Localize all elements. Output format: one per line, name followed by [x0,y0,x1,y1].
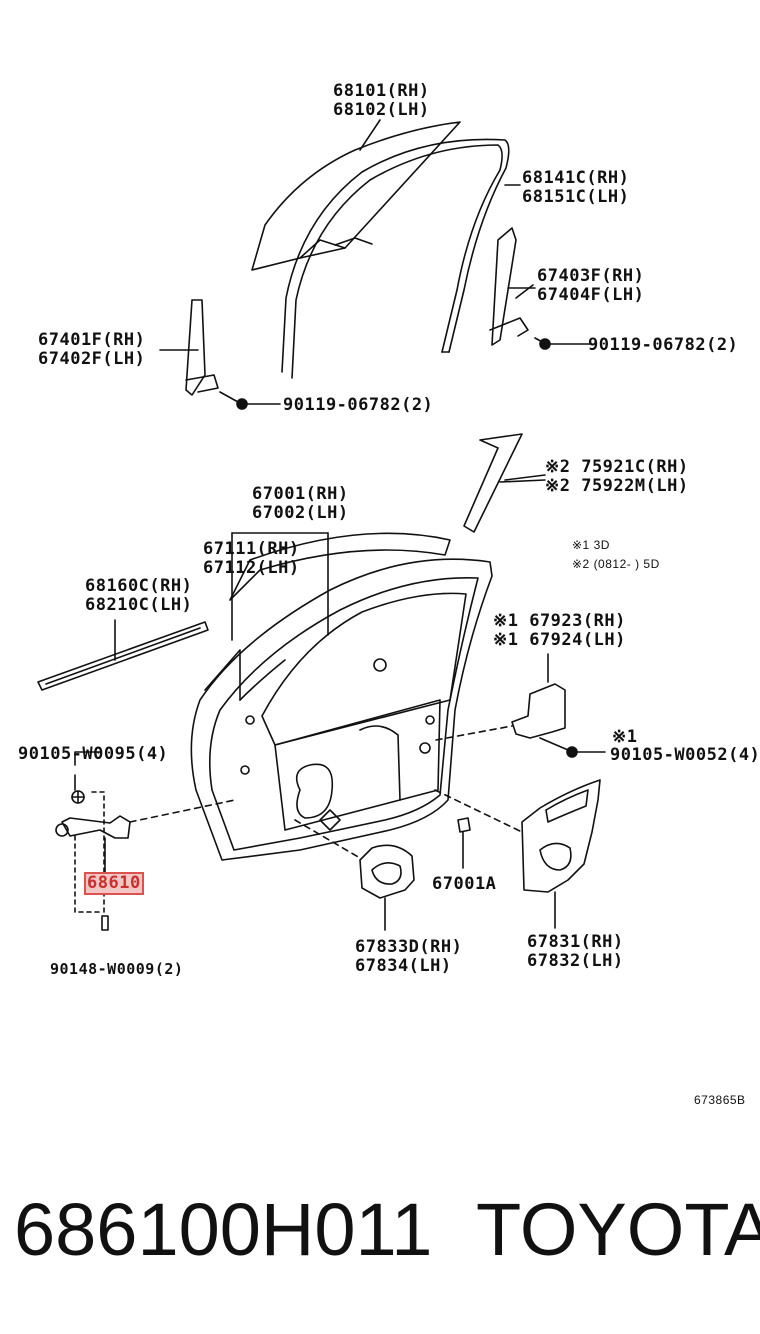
label-door-panel-rh: 67001(RH) [252,484,349,504]
label-service-cover-large-rh: 67831(RH) [527,932,624,952]
speaker-cover-drawing [435,653,606,758]
label-run-channel: 68141C(RH) 68151C(LH) [522,169,629,207]
label-speaker-cover: ※1 67923(RH) ※1 67924(LH) [493,612,626,650]
diagram-id: 673865B [694,1093,746,1107]
label-bolt-w0009: 90148-W0009(2) [50,960,184,978]
label-service-hole-cover: 67833D(RH) 67834(LH) [355,938,462,976]
rear-sash-drawing [489,227,591,350]
service-hole-cover-small-drawing [294,819,415,931]
garnish-drawing [463,433,546,533]
label-run-channel-rh: 68141C(RH) [522,168,630,188]
label-glass-rh: 68101(RH) [333,81,430,101]
label-garnish: ※2 75921C(RH) ※2 75922M(LH) [545,458,689,496]
label-hinge-weather-lh: 67112(LH) [203,558,300,578]
label-front-sash: 67401F(RH) 67402F(LH) [38,331,145,369]
label-run-channel-lh: 68151C(LH) [522,187,630,207]
label-front-bolt: 90119-06782(2) [283,395,434,415]
label-bolt-w0052: 90105-W0052(4) [610,745,760,765]
label-bolt-w0095: 90105-W0095(4) [18,744,169,764]
label-service-cover-large: 67831(RH) 67832(LH) [527,933,624,971]
label-speaker-cover-lh: ※1 67924(LH) [493,630,626,650]
label-door-check-highlighted[interactable]: 68610 [84,872,144,895]
label-speaker-cover-rh: ※1 67923(RH) [493,611,626,631]
plug-drawing [457,817,471,869]
door-panel-drawing [190,532,493,861]
label-rear-sash-rh: 67403F(RH) [537,266,645,286]
label-garnish-rh: ※2 75921C(RH) [545,457,689,477]
label-front-sash-rh: 67401F(RH) [38,330,146,350]
label-door-panel: 67001(RH) 67002(LH) [252,485,349,523]
label-service-hole-cover-rh: 67833D(RH) [355,937,463,957]
label-front-sash-lh: 67402F(LH) [38,349,146,369]
glass-run-channel-drawing [281,138,510,379]
door-glass-drawing [251,121,461,271]
label-belt-moulding: 68160C(RH) 68210C(LH) [85,577,192,615]
service-cover-large-drawing [434,779,601,929]
label-glass-lh: 68102(LH) [333,100,430,120]
belt-moulding-drawing [37,619,209,691]
note-1: ※1 3D [572,538,610,552]
label-garnish-lh: ※2 75922M(LH) [545,476,689,496]
label-rear-sash: 67403F(RH) 67404F(LH) [537,267,644,305]
label-hinge-weather: 67111(RH) 67112(LH) [203,540,300,578]
label-rear-bolt: 90119-06782(2) [588,335,739,355]
door-check-drawing [55,774,236,931]
label-bolt-w0052-mark: ※1 [612,727,638,747]
part-number: 686100H011 [14,1188,433,1271]
label-service-hole-cover-lh: 67834(LH) [355,956,452,976]
label-rear-sash-lh: 67404F(LH) [537,285,645,305]
leader-lines [74,119,546,766]
note-2: ※2 (0812- ) 5D [572,557,660,571]
label-door-panel-lh: 67002(LH) [252,503,349,523]
front-sash-drawing [159,299,281,410]
label-hinge-weather-rh: 67111(RH) [203,539,300,559]
brand-name: TOYOTA [476,1188,760,1271]
door-exploded-view [37,119,606,931]
label-glass: 68101(RH) 68102(LH) [333,82,430,120]
label-service-cover-large-lh: 67832(LH) [527,951,624,971]
footer: 686100H011 TOYOTA [14,1185,760,1285]
label-belt-moulding-lh: 68210C(LH) [85,595,193,615]
label-belt-moulding-rh: 68160C(RH) [85,576,193,596]
label-plug: 67001A [432,874,497,894]
parts-diagram: 68101(RH) 68102(LH) 68141C(RH) 68151C(LH… [18,82,760,1108]
